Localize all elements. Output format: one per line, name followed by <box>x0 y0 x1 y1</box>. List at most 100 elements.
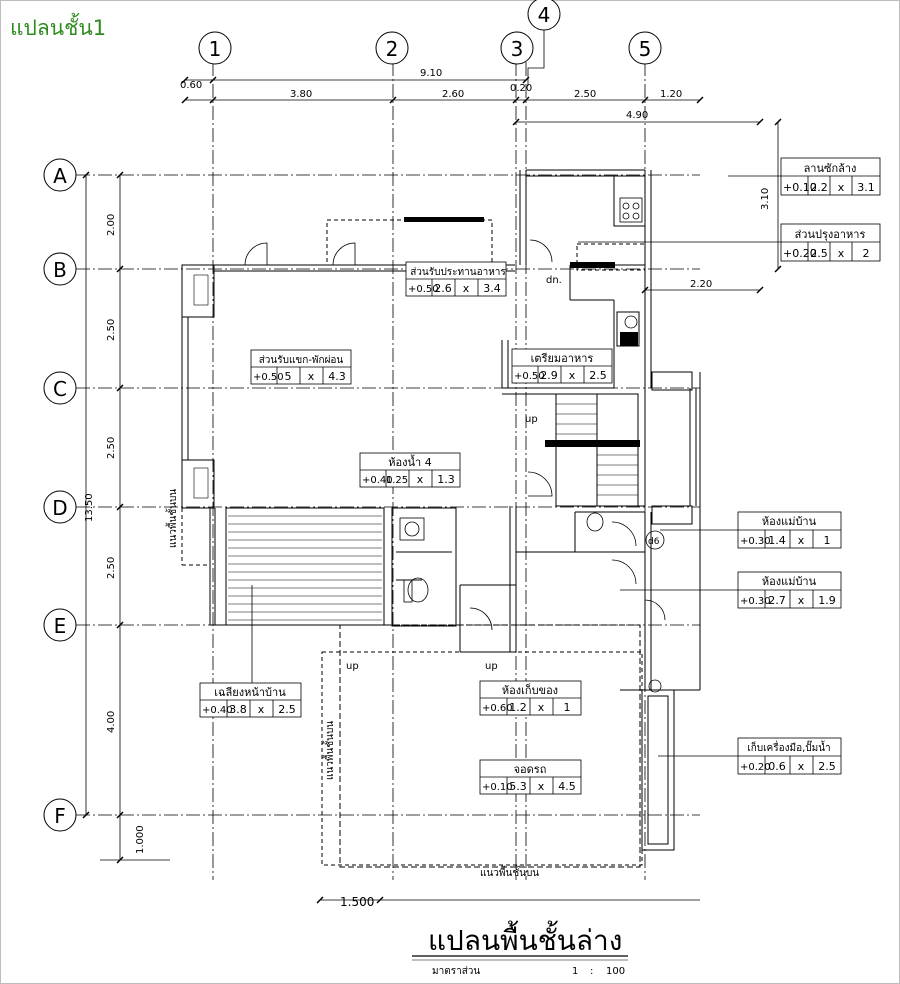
kitchen-counter <box>570 262 615 268</box>
grid-label-a: A <box>53 164 67 188</box>
room-box-dividers <box>200 175 880 794</box>
room-x-tools: x <box>798 760 805 773</box>
room-d-bath4: 1.3 <box>437 473 455 486</box>
room-d-tools: 2.5 <box>818 760 836 773</box>
room-w-maid2: 2.7 <box>768 594 786 607</box>
room-w-store: 1.2 <box>509 701 527 714</box>
room-name-store: ห้องเก็บของ <box>502 683 558 697</box>
dim-row-de: 2.50 <box>106 557 117 579</box>
room-box-yard <box>780 157 881 196</box>
scale-separator: : <box>590 966 593 977</box>
grid-bubble-c <box>43 371 77 405</box>
drawing-title: แปลนพื้นชั้นล่าง <box>428 920 622 957</box>
grid-bubble-5 <box>628 31 662 65</box>
grid-label-c: C <box>53 377 67 401</box>
room-level-living: +0.50 <box>253 372 284 383</box>
room-x-bath4: x <box>417 473 424 486</box>
dim-overall-top: 9.10 <box>420 68 442 79</box>
dim-right-ab: 3.10 <box>760 188 771 210</box>
dim-bay-3: 0.20 <box>510 83 532 94</box>
dimension-lines <box>85 79 779 901</box>
grid-bubble-b <box>43 252 77 286</box>
room-d-living: 4.3 <box>328 370 346 383</box>
walls <box>181 169 701 868</box>
sink-fixture <box>620 332 638 346</box>
room-labels: ลานซักล้าง +0.10 2.2 x 3.1 ส่วนปรุงอาหาร… <box>202 162 875 793</box>
room-name-bath4: ห้องน้ำ 4 <box>388 454 431 469</box>
door-tag-d6 <box>645 530 665 550</box>
room-name-kitchen: ส่วนปรุงอาหาร <box>795 228 866 241</box>
room-name-maid2: ห้องแม่บ้าน <box>762 575 817 588</box>
room-w-yard: 2.2 <box>810 181 828 194</box>
room-level-kitchen: +0.20 <box>783 247 817 260</box>
room-d-porch: 2.5 <box>278 703 296 716</box>
note-d6: d6 <box>648 537 660 547</box>
note-roof-line-bottom: แนวพื้นชั้นบน <box>480 865 539 879</box>
room-level-parking: +0.10 <box>482 782 513 793</box>
grid-label-3: 3 <box>511 37 524 61</box>
room-d-yard: 3.1 <box>857 181 875 194</box>
dim-row-ab: 2.00 <box>106 214 117 236</box>
room-x-parking: x <box>538 780 545 793</box>
room-w-dining: 2.6 <box>434 282 452 295</box>
dim-bay-1: 3.80 <box>290 89 312 100</box>
scale-value-a: 1 <box>572 966 578 977</box>
leader-lines <box>251 175 781 757</box>
room-name-yard: ลานซักล้าง <box>804 162 857 175</box>
grid-bubbles <box>43 0 662 832</box>
room-d-parking: 4.5 <box>558 780 576 793</box>
grid-label-5: 5 <box>639 37 652 61</box>
grid-label-4: 4 <box>538 3 551 27</box>
grid-label-f: F <box>54 804 66 828</box>
room-x-kitchen: x <box>838 247 845 260</box>
grid-bubble-3 <box>500 31 534 65</box>
room-w-tools: 0.6 <box>768 760 786 773</box>
room-d-store: 1 <box>564 701 571 714</box>
stair-landing-edge <box>545 440 640 447</box>
room-w-living: 5 <box>285 370 292 383</box>
dim-row-cd: 2.50 <box>106 437 117 459</box>
grid-label-d: D <box>52 496 67 520</box>
stair-treads <box>556 403 638 496</box>
room-name-prep: เตรียมอาหาร <box>531 352 594 365</box>
room-w-parking: 5.3 <box>509 780 527 793</box>
porch-hatching <box>228 515 382 621</box>
grid-bubble-1 <box>198 31 232 65</box>
door-swings <box>244 239 666 631</box>
room-level-bath4: +0.40 <box>362 475 393 486</box>
fixtures <box>399 197 662 693</box>
note-roof-line-parking: แนวพื้นชั้นบน <box>322 721 336 780</box>
grid-bubble-d <box>43 490 77 524</box>
room-x-living: x <box>308 370 315 383</box>
room-x-store: x <box>538 701 545 714</box>
grid-label-1: 1 <box>209 37 222 61</box>
room-level-prep: +0.50 <box>514 371 545 382</box>
grid-label-b: B <box>53 258 67 282</box>
dim-ext: 1.000 <box>135 825 146 854</box>
room-x-dining: x <box>463 282 470 295</box>
page-title: แปลนชั้น1 <box>10 16 107 40</box>
dim-sub-width: 4.90 <box>626 110 648 121</box>
room-name-living: ส่วนรับแขก-พักผ่อน <box>259 355 344 366</box>
grid-bubble-2 <box>375 31 409 65</box>
room-x-maid2: x <box>798 594 805 607</box>
scale-value-b: 100 <box>606 966 625 977</box>
note-up-store: up <box>485 661 498 672</box>
dim-bottom-offset: 1.500 <box>340 895 374 909</box>
grid-bubble-e <box>43 608 77 642</box>
room-w-maid1: 1.4 <box>768 534 786 547</box>
room-w-bath4: 1.25 <box>386 475 408 486</box>
room-box-kitchen <box>780 223 881 262</box>
scale-label: มาตราส่วน <box>432 966 480 977</box>
room-w-porch: 3.8 <box>229 703 247 716</box>
note-roof-line-left: แนวพื้นชั้นบน <box>165 489 179 548</box>
room-w-kitchen: 2.5 <box>810 247 828 260</box>
grid-label-2: 2 <box>386 37 399 61</box>
room-w-prep: 2.9 <box>540 369 558 382</box>
room-d-prep: 2.5 <box>589 369 607 382</box>
room-x-yard: x <box>838 181 845 194</box>
grid-bubble-f <box>43 798 77 832</box>
room-d-dining: 3.4 <box>483 282 501 295</box>
room-name-maid1: ห้องแม่บ้าน <box>762 515 817 528</box>
